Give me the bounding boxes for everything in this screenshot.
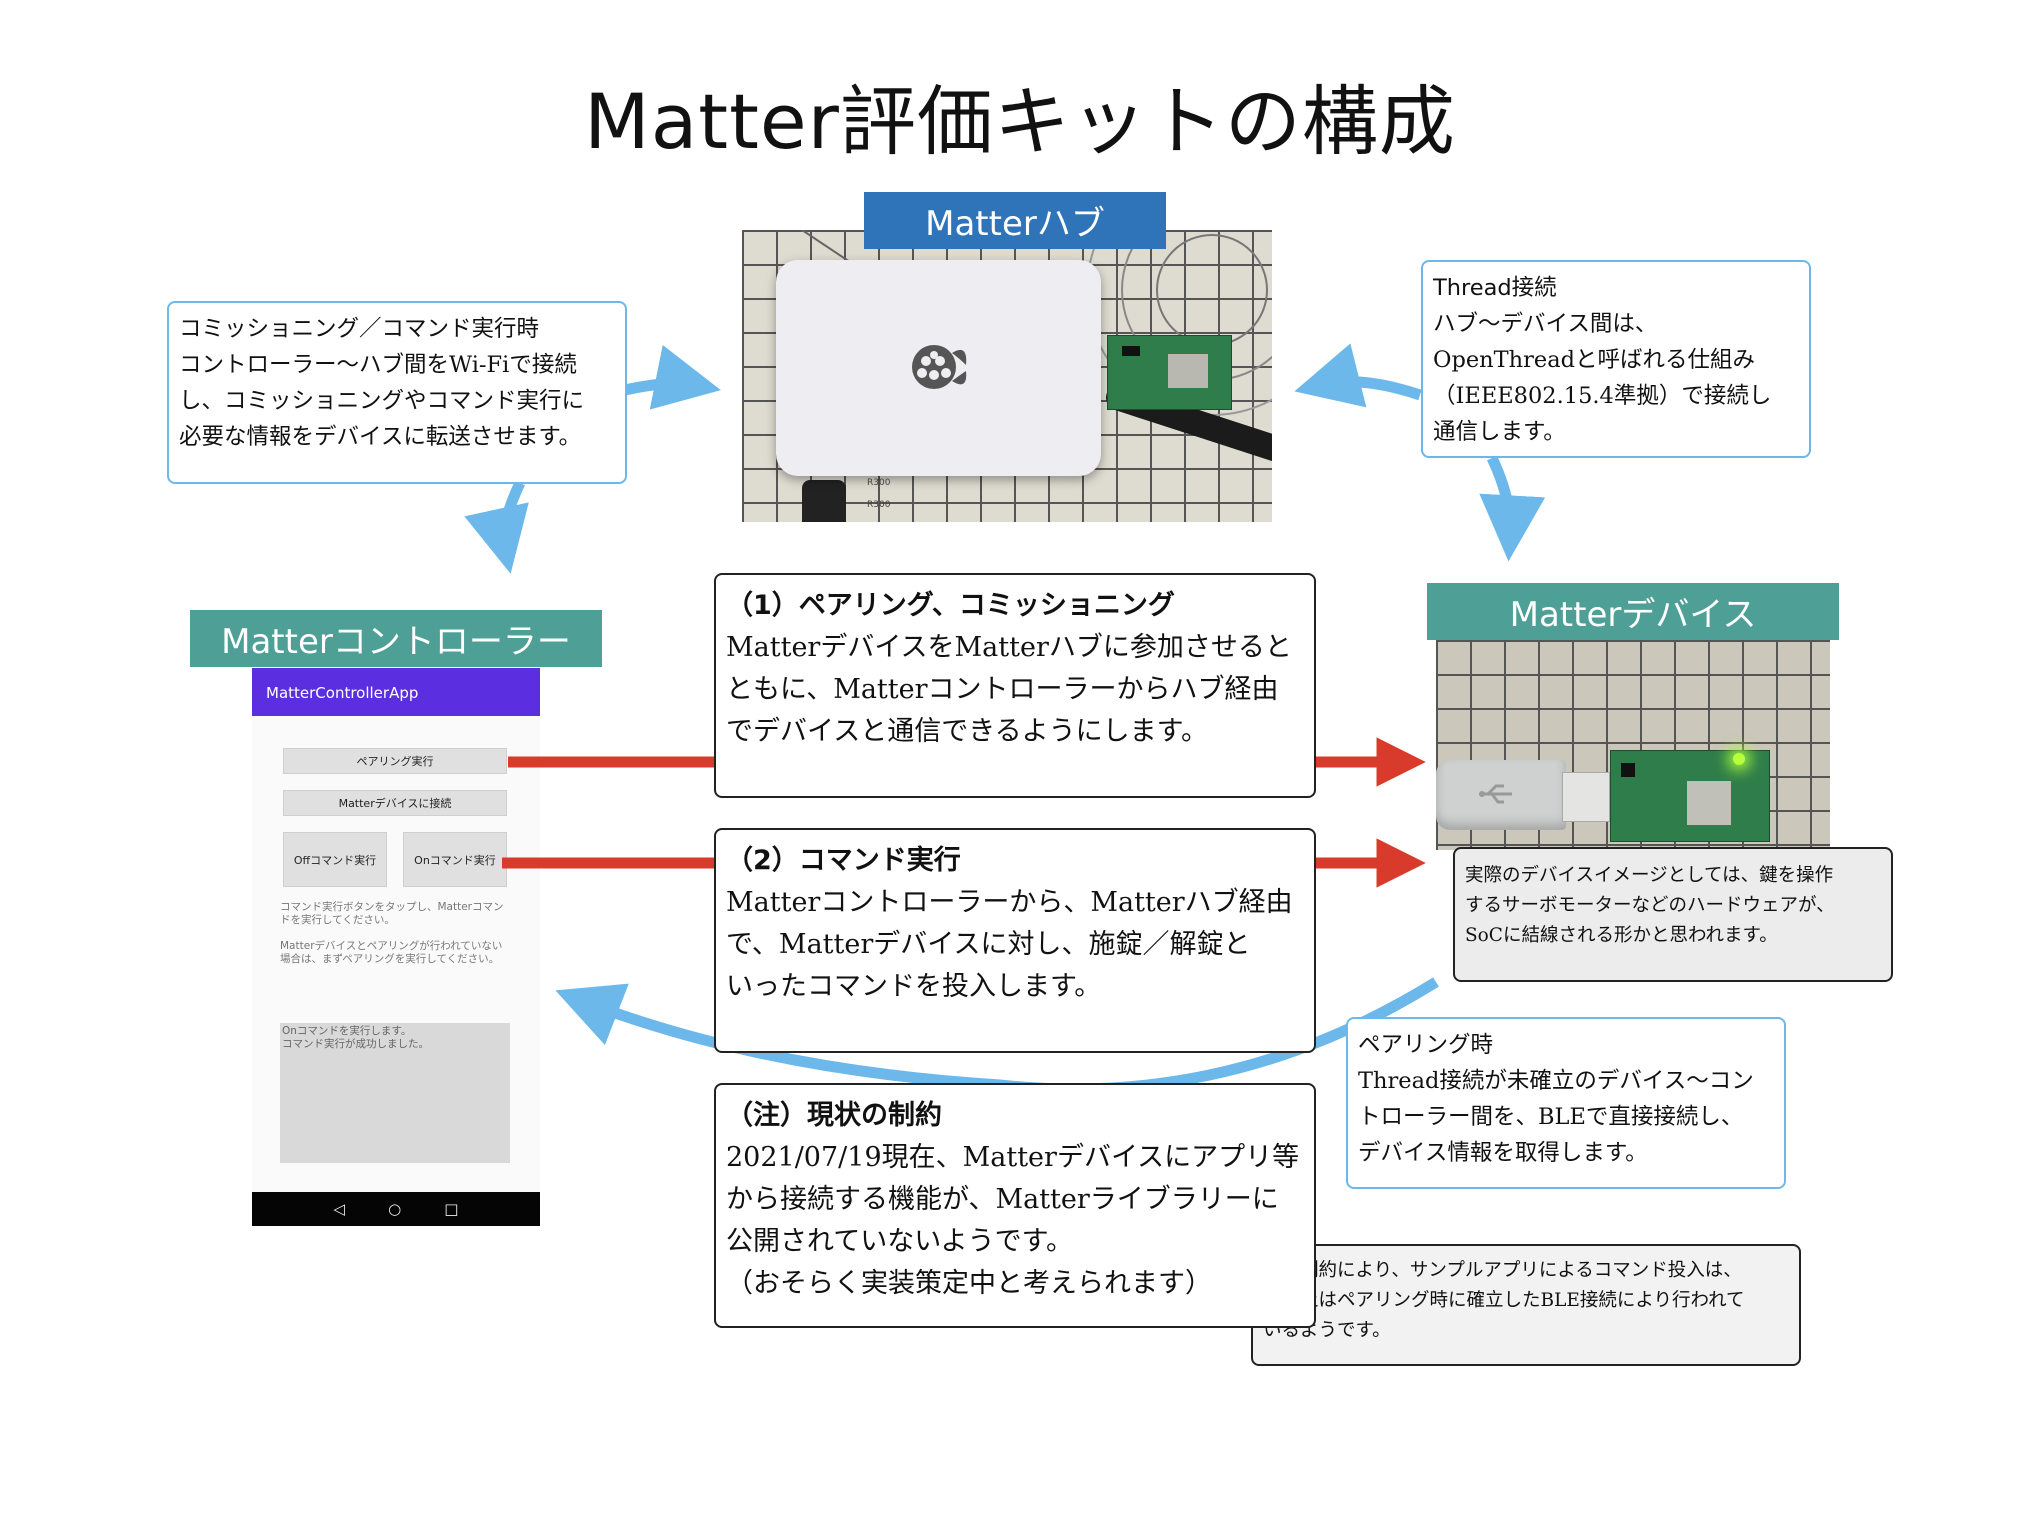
pairing-button[interactable]: ペアリング実行 (283, 748, 507, 774)
status-led (1733, 753, 1745, 765)
app-title: MatterControllerApp (266, 684, 419, 702)
pairing-callout-line-1: ペアリング時 (1358, 1032, 1494, 1058)
board-label-2: R300 (867, 500, 891, 510)
constraint-note-line-3: いるようです。 (1263, 1320, 1391, 1341)
raspberry-pi-case (776, 260, 1101, 476)
thread-callout: Thread接続 ハブ〜デバイス間は、 OpenThreadと呼ばれる仕組み （… (1421, 260, 1811, 458)
command-box-heading: （2）コマンド実行 (726, 845, 961, 876)
page-title: Matter評価キットの構成 (584, 77, 1456, 166)
commissioning-callout: コミッショニング／コマンド実行時 コントローラー〜ハブ間をWi-Fiで接続 し、… (167, 301, 627, 484)
on-command-button[interactable]: Onコマンド実行 (403, 832, 507, 887)
raspberry-logo-icon (912, 345, 967, 389)
command-box-line-3: いったコマンドを投入します。 (726, 971, 1102, 1002)
constraint-note-callout: この制約により、サンプルアプリによるコマンド投入は、 実装上はペアリング時に確立… (1251, 1244, 1801, 1366)
thread-line-4: （IEEE802.15.4準拠）で接続し (1433, 383, 1772, 409)
thread-line-5: 通信します。 (1433, 419, 1566, 445)
device-image-line-1: 実際のデバイスイメージとしては、鍵を操作 (1465, 865, 1834, 886)
pairing-box-line-3: でデバイスと通信できるようにします。 (726, 716, 1208, 747)
command-box-line-1: Matterコントローラーから、Matterハブ経由 (726, 887, 1293, 918)
off-command-button[interactable]: Offコマンド実行 (283, 832, 387, 887)
device-image-line-3: SoCに結線される形かと思われます。 (1465, 925, 1778, 946)
app-bar: MatterControllerApp (252, 668, 540, 716)
hint-pairing: Matterデバイスとペアリングが行われていない場合は、まずペアリングを実行して… (280, 940, 503, 965)
pairing-callout-line-4: デバイス情報を取得します。 (1358, 1140, 1648, 1166)
usb-metal-plug (1562, 772, 1610, 822)
pairing-callout: ペアリング時 Thread接続が未確立のデバイス〜コン トローラー間を、BLEで… (1346, 1017, 1786, 1189)
arrow-thread-to-device (1479, 455, 1546, 562)
arrow-commissioning-to-controller (464, 480, 529, 574)
thread-line-1: Thread接続 (1433, 275, 1557, 301)
thread-line-3: OpenThreadと呼ばれる仕組み (1433, 347, 1756, 373)
device-image-line-2: するサーボモーターなどのハードウェアが、 (1465, 895, 1835, 916)
usb-connector (1436, 760, 1566, 830)
pairing-callout-line-3: トローラー間を、BLEで直接接続し、 (1358, 1104, 1744, 1130)
log-line-1: Onコマンドを実行します。 (282, 1025, 412, 1037)
device-image-callout: 実際のデバイスイメージとしては、鍵を操作 するサーボモーターなどのハードウェアが… (1453, 847, 1893, 982)
hub-photo: R300 R300 (742, 230, 1272, 522)
hub-label: Matterハブ (864, 192, 1166, 249)
usb-cable-bottom (802, 480, 846, 522)
hint-command: コマンド実行ボタンをタップし、Matterコマンドを実行してください。 (280, 901, 504, 926)
log-line-2: コマンド実行が成功しました。 (282, 1038, 429, 1050)
controller-label: Matterコントローラー (190, 610, 602, 667)
device-rf-shield (1687, 781, 1731, 825)
device-chip (1621, 763, 1635, 777)
command-box-line-2: で、Matterデバイスに対し、施錠／解錠と (726, 929, 1251, 960)
constraint-box-heading: （注）現状の制約 (726, 1100, 942, 1131)
arrow-commissioning-to-hub (623, 344, 721, 410)
constraint-note-line-1: この制約により、サンプルアプリによるコマンド投入は、 (1263, 1260, 1742, 1281)
thread-line-2: ハブ〜デバイス間は、 (1433, 311, 1658, 337)
nav-back-icon[interactable]: ◁ (333, 1200, 346, 1218)
thread-dongle-board (1107, 335, 1232, 410)
constraint-box-line-4: （おそらく実装策定中と考えられます） (726, 1268, 1212, 1299)
chip (1122, 346, 1140, 356)
rf-shield (1168, 354, 1208, 388)
phone-screen: MatterControllerApp ペアリング実行 Matterデバイスに接… (252, 668, 540, 1226)
commissioning-line-2: コントローラー〜ハブ間をWi-Fiで接続 (179, 352, 577, 378)
nav-recent-icon[interactable]: □ (444, 1200, 459, 1218)
constraint-box-line-2: から接続する機能が、Matterライブラリーに (726, 1184, 1279, 1215)
pairing-box-heading: （1）ペアリング、コミッショニング (726, 590, 1175, 621)
commissioning-line-4: 必要な情報をデバイスに転送させます。 (179, 424, 582, 450)
nav-home-icon[interactable]: ○ (388, 1200, 402, 1218)
pairing-box: （1）ペアリング、コミッショニング MatterデバイスをMatterハブに参加… (714, 573, 1316, 798)
command-box: （2）コマンド実行 Matterコントローラーから、Matterハブ経由 で、M… (714, 828, 1316, 1053)
commissioning-line-3: し、コミッショニングやコマンド実行に (179, 388, 585, 414)
constraint-box-line-3: 公開されていないようです。 (726, 1226, 1073, 1257)
log-area: Onコマンドを実行します。 コマンド実行が成功しました。 (280, 1023, 510, 1163)
constraint-note-line-2: 実装上はペアリング時に確立したBLE接続により行われて (1263, 1290, 1745, 1311)
pairing-box-line-1: MatterデバイスをMatterハブに参加させると (726, 632, 1292, 663)
pairing-callout-line-2: Thread接続が未確立のデバイス〜コン (1358, 1068, 1754, 1094)
pairing-box-line-2: ともに、Matterコントローラーからハブ経由 (726, 674, 1279, 705)
device-board (1610, 750, 1770, 842)
device-label: Matterデバイス (1427, 583, 1839, 640)
usb-symbol-icon (1479, 784, 1512, 804)
connect-device-button[interactable]: Matterデバイスに接続 (283, 790, 507, 816)
device-photo (1436, 640, 1830, 850)
commissioning-line-1: コミッショニング／コマンド実行時 (179, 316, 540, 342)
constraint-box-line-1: 2021/07/19現在、Matterデバイスにアプリ等 (726, 1142, 1300, 1173)
board-label-1: R300 (867, 478, 891, 488)
nav-bar: ◁ ○ □ (252, 1192, 540, 1226)
arrow-thread-to-hub (1294, 343, 1422, 408)
constraint-box: （注）現状の制約 2021/07/19現在、Matterデバイスにアプリ等 から… (714, 1083, 1316, 1328)
